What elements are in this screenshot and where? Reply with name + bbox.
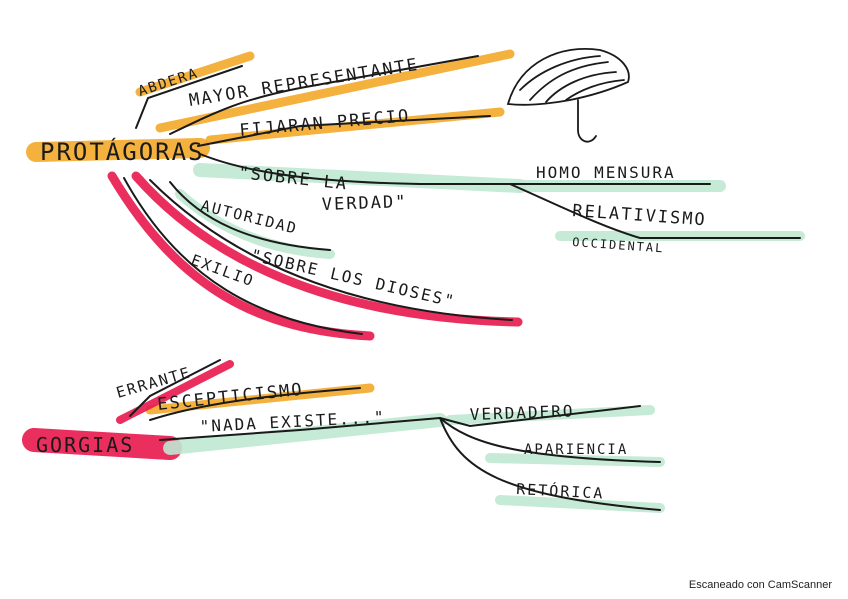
label-occidental: OCCIDENTAL (572, 235, 665, 255)
highlight-verdadero (445, 405, 655, 425)
highlight-abdera (135, 51, 255, 97)
highlight-escepticismo (145, 383, 375, 415)
highlight-fijaran (205, 107, 505, 145)
highlight-exilio-line (107, 171, 375, 341)
label-apariencia: APARIENCIA (524, 442, 628, 458)
highlights (22, 49, 805, 513)
label-homo: HOMO MENSURA (536, 163, 676, 182)
label-fijaran: FIJARAN PRECIO (239, 106, 411, 141)
label-escepticismo: ESCEPTICISMO (156, 380, 304, 415)
label-retorica: RETÓRICA (516, 479, 605, 503)
line-escepticismo (149, 387, 361, 421)
label-exilio: EXILIO (189, 251, 257, 291)
line-sobre-verdad (199, 153, 511, 185)
scanner-watermark: Escaneado con CamScanner (688, 579, 832, 591)
highlight-errante (116, 360, 234, 424)
line-autoridad (169, 181, 331, 251)
highlight-mayor (155, 49, 515, 133)
protagoras-title: PROTÁGORAS (40, 137, 205, 166)
line-retorica (439, 417, 661, 511)
line-mayor (169, 55, 479, 135)
highlight-protagoras (26, 138, 210, 162)
line-verdadero (439, 405, 641, 428)
line-fijaran (197, 115, 491, 147)
label-verdadero: VERDADERO (469, 401, 574, 424)
highlight-gorgias (22, 428, 182, 460)
highlight-nada (163, 413, 447, 455)
line-dioses (149, 179, 513, 321)
label-relativismo: RELATIVISMO (572, 201, 708, 230)
highlight-dioses-line (131, 171, 523, 327)
umbrella-icon (506, 48, 630, 143)
line-abdera (135, 65, 243, 129)
line-exilio (123, 177, 363, 335)
connectors (123, 55, 801, 511)
line-errante (129, 359, 221, 417)
label-sobre-verdad-2: VERDAD" (321, 192, 407, 215)
line-relativismo (509, 183, 801, 239)
label-sobre-verdad-1: "SOBRE LA (237, 163, 349, 194)
gorgias-title: GORGIAS (36, 433, 134, 457)
line-nada (159, 417, 441, 441)
line-apariencia (439, 417, 661, 463)
